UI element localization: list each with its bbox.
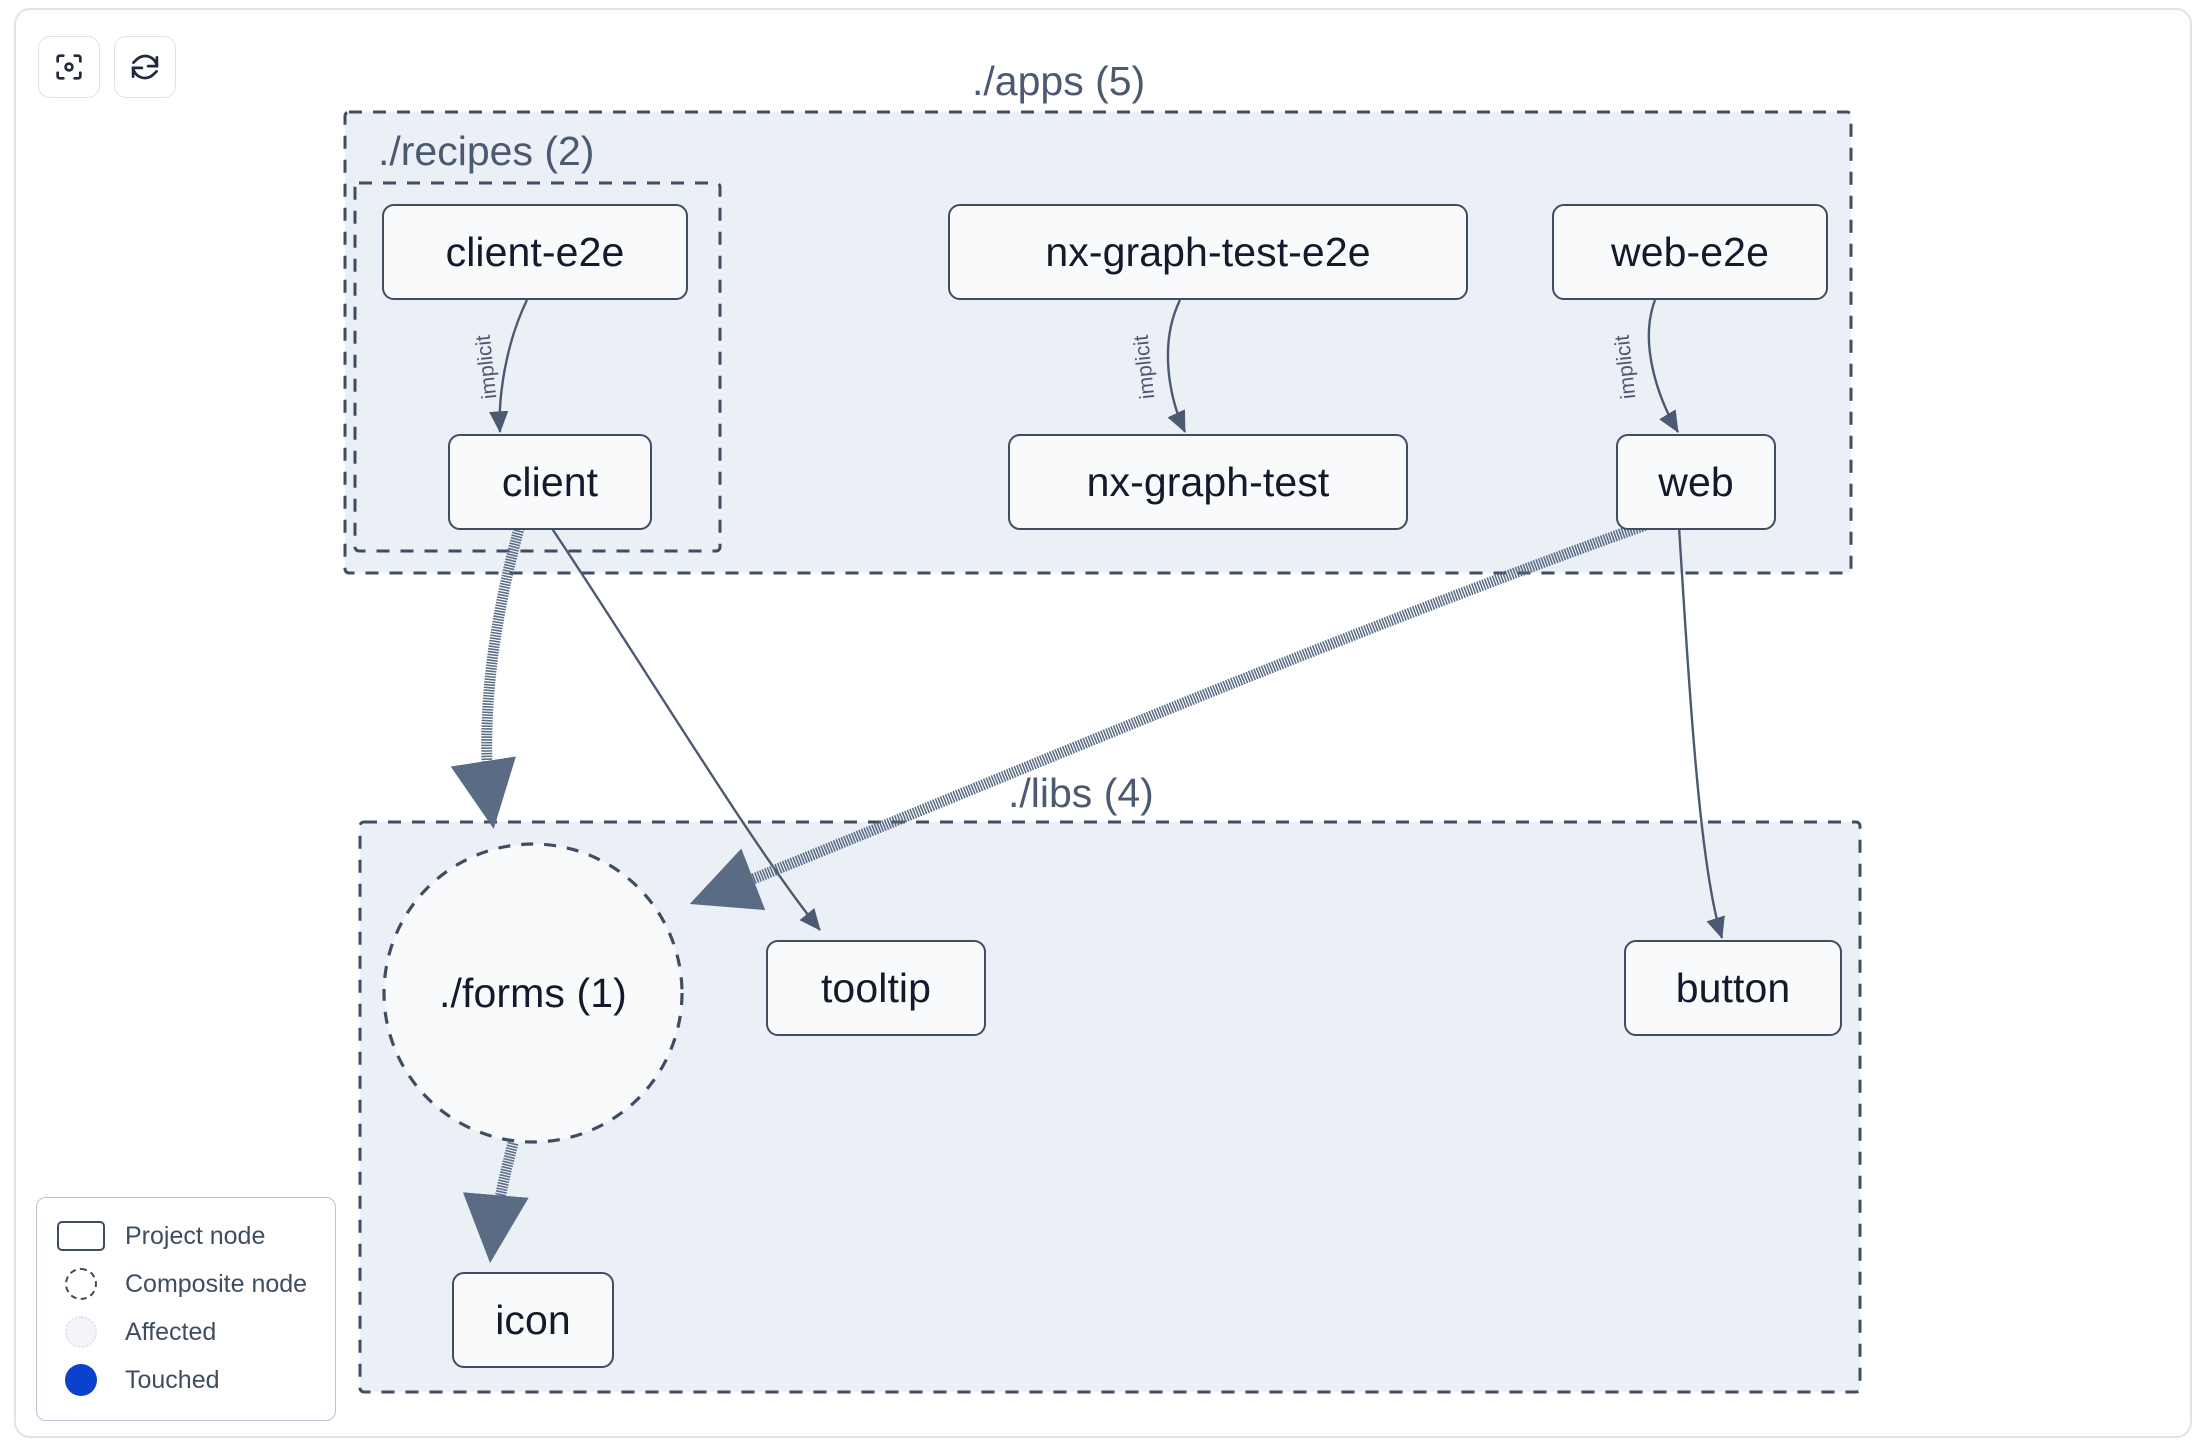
graph-node-client[interactable]: client — [448, 434, 652, 530]
edge-client-to-forms — [450, 523, 526, 829]
node-label: web — [1658, 458, 1734, 505]
graph-node-icon[interactable]: icon — [452, 1272, 614, 1368]
composite-node-swatch — [55, 1268, 107, 1300]
node-label: icon — [495, 1296, 571, 1343]
edge-web-e2e-to-web — [1647, 299, 1680, 433]
node-label: client-e2e — [445, 228, 625, 275]
legend-label: Affected — [125, 1317, 217, 1346]
edge-forms-to-icon — [462, 1141, 529, 1263]
graph-node-nx-graph-test[interactable]: nx-graph-test — [1008, 434, 1408, 530]
focus-target-icon — [52, 50, 86, 84]
legend-label: Project node — [125, 1221, 266, 1250]
legend-item-touched: Touched — [55, 1356, 317, 1404]
legend-item-affected: Affected — [55, 1308, 317, 1356]
node-label: client — [501, 458, 599, 505]
graph-node-forms[interactable]: ./forms (1) — [384, 844, 682, 1142]
graph-node-client-e2e[interactable]: client-e2e — [382, 204, 688, 300]
affected-swatch — [55, 1316, 107, 1348]
edge-client-e2e-to-client — [489, 299, 529, 433]
graph-node-tooltip[interactable]: tooltip — [766, 940, 986, 1036]
composite-circle-forms — [382, 842, 684, 1144]
legend-item-project-node: Project node — [55, 1212, 317, 1260]
edge-client-to-tooltip — [550, 526, 821, 931]
node-label: button — [1675, 964, 1791, 1011]
legend-label: Touched — [125, 1365, 220, 1394]
edge-web-to-forms — [689, 514, 1662, 911]
graph-node-web[interactable]: web — [1616, 434, 1776, 530]
group-box-libs — [358, 820, 1862, 1394]
refresh-sync-icon — [128, 50, 162, 84]
graph-node-button[interactable]: button — [1624, 940, 1842, 1036]
node-label: ./forms (1) — [439, 969, 627, 1016]
node-label: nx-graph-test-e2e — [1045, 228, 1371, 275]
group-label-libs[interactable]: ./libs (4) — [1008, 770, 1154, 816]
edge-web-to-button — [1677, 526, 1725, 939]
group-label-recipes[interactable]: ./recipes (2) — [378, 128, 595, 174]
legend-label: Composite node — [125, 1269, 308, 1298]
refresh-graph-button[interactable] — [114, 36, 176, 98]
node-label: nx-graph-test — [1086, 458, 1330, 505]
group-label-apps[interactable]: ./apps (5) — [972, 58, 1146, 104]
graph-toolbar — [38, 36, 176, 98]
project-node-swatch — [55, 1221, 107, 1251]
graph-legend: Project node Composite node Affected Tou… — [36, 1197, 336, 1421]
node-label: web-e2e — [1611, 228, 1769, 275]
graph-node-web-e2e[interactable]: web-e2e — [1552, 204, 1828, 300]
graph-node-nx-graph-test-e2e[interactable]: nx-graph-test-e2e — [948, 204, 1468, 300]
legend-item-composite-node: Composite node — [55, 1260, 317, 1308]
focus-graph-button[interactable] — [38, 36, 100, 98]
touched-swatch — [55, 1364, 107, 1396]
edge-nx-graph-test-e2e-to-nx-graph-test — [1166, 299, 1187, 433]
node-label: tooltip — [820, 964, 932, 1011]
